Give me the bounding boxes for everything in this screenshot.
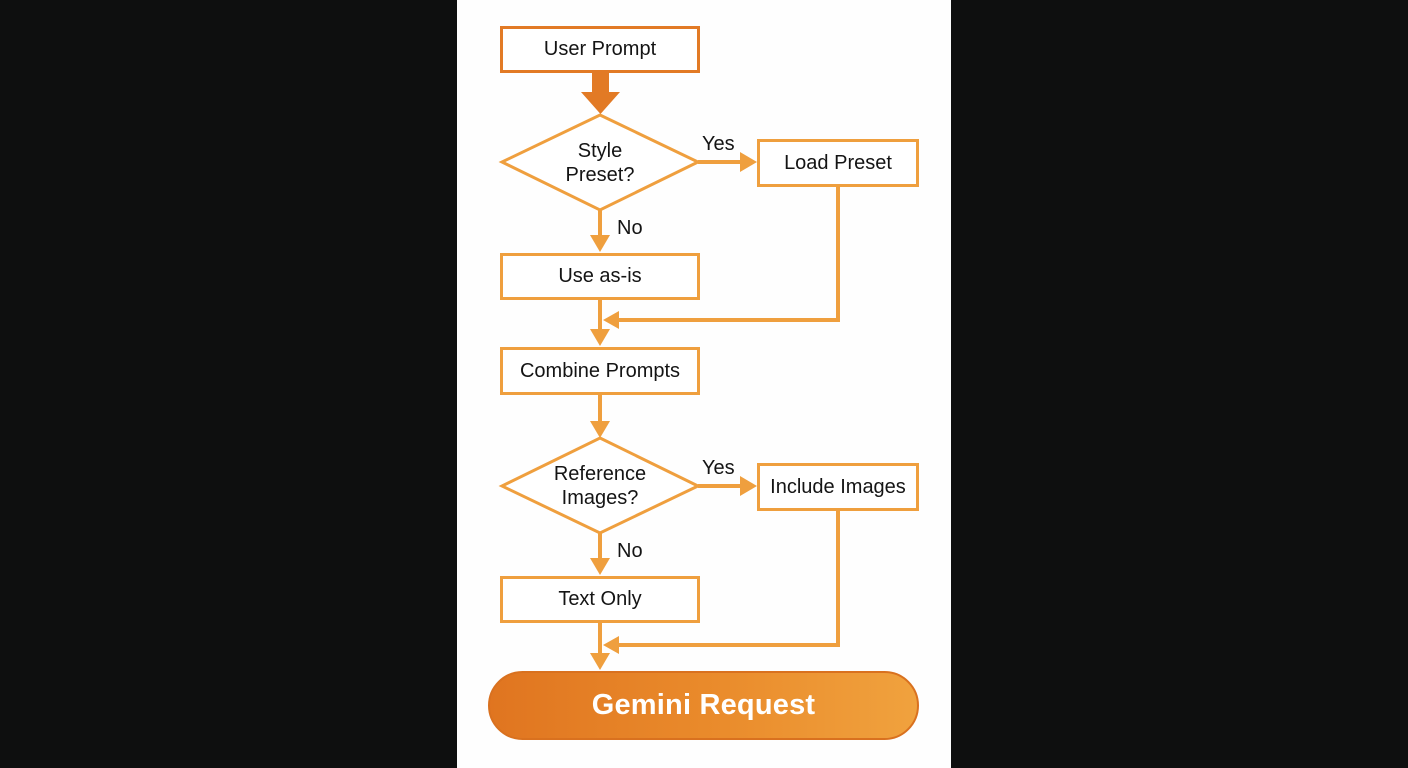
decision-reference-images-label: Reference Images? [553, 463, 647, 509]
edge-label-style-yes: Yes [702, 133, 735, 155]
node-text-only: Text Only [500, 576, 700, 623]
edge-label-reference-yes: Yes [702, 457, 735, 479]
node-combine-prompts: Combine Prompts [500, 347, 700, 395]
node-user-prompt: User Prompt [500, 26, 700, 73]
arrow-style-no [590, 210, 610, 252]
edge-label-reference-no: No [617, 540, 643, 562]
arrow-include-images-merge [603, 511, 840, 654]
arrow-reference-yes [698, 476, 757, 496]
arrow-style-yes [698, 152, 757, 172]
arrow-user-to-style [581, 73, 620, 114]
arrow-text-only-to-gemini [590, 623, 610, 670]
decision-style-preset-label: Style Preset? [565, 140, 635, 186]
arrow-combine-to-reference [590, 395, 610, 438]
node-gemini-request: Gemini Request [488, 671, 919, 740]
arrow-use-as-is-to-combine [590, 300, 610, 346]
edge-label-style-no: No [617, 217, 643, 239]
node-load-preset: Load Preset [757, 139, 919, 187]
arrow-load-preset-merge [603, 187, 840, 329]
arrow-reference-no [590, 533, 610, 575]
node-include-images: Include Images [757, 463, 919, 511]
node-use-as-is: Use as-is [500, 253, 700, 300]
